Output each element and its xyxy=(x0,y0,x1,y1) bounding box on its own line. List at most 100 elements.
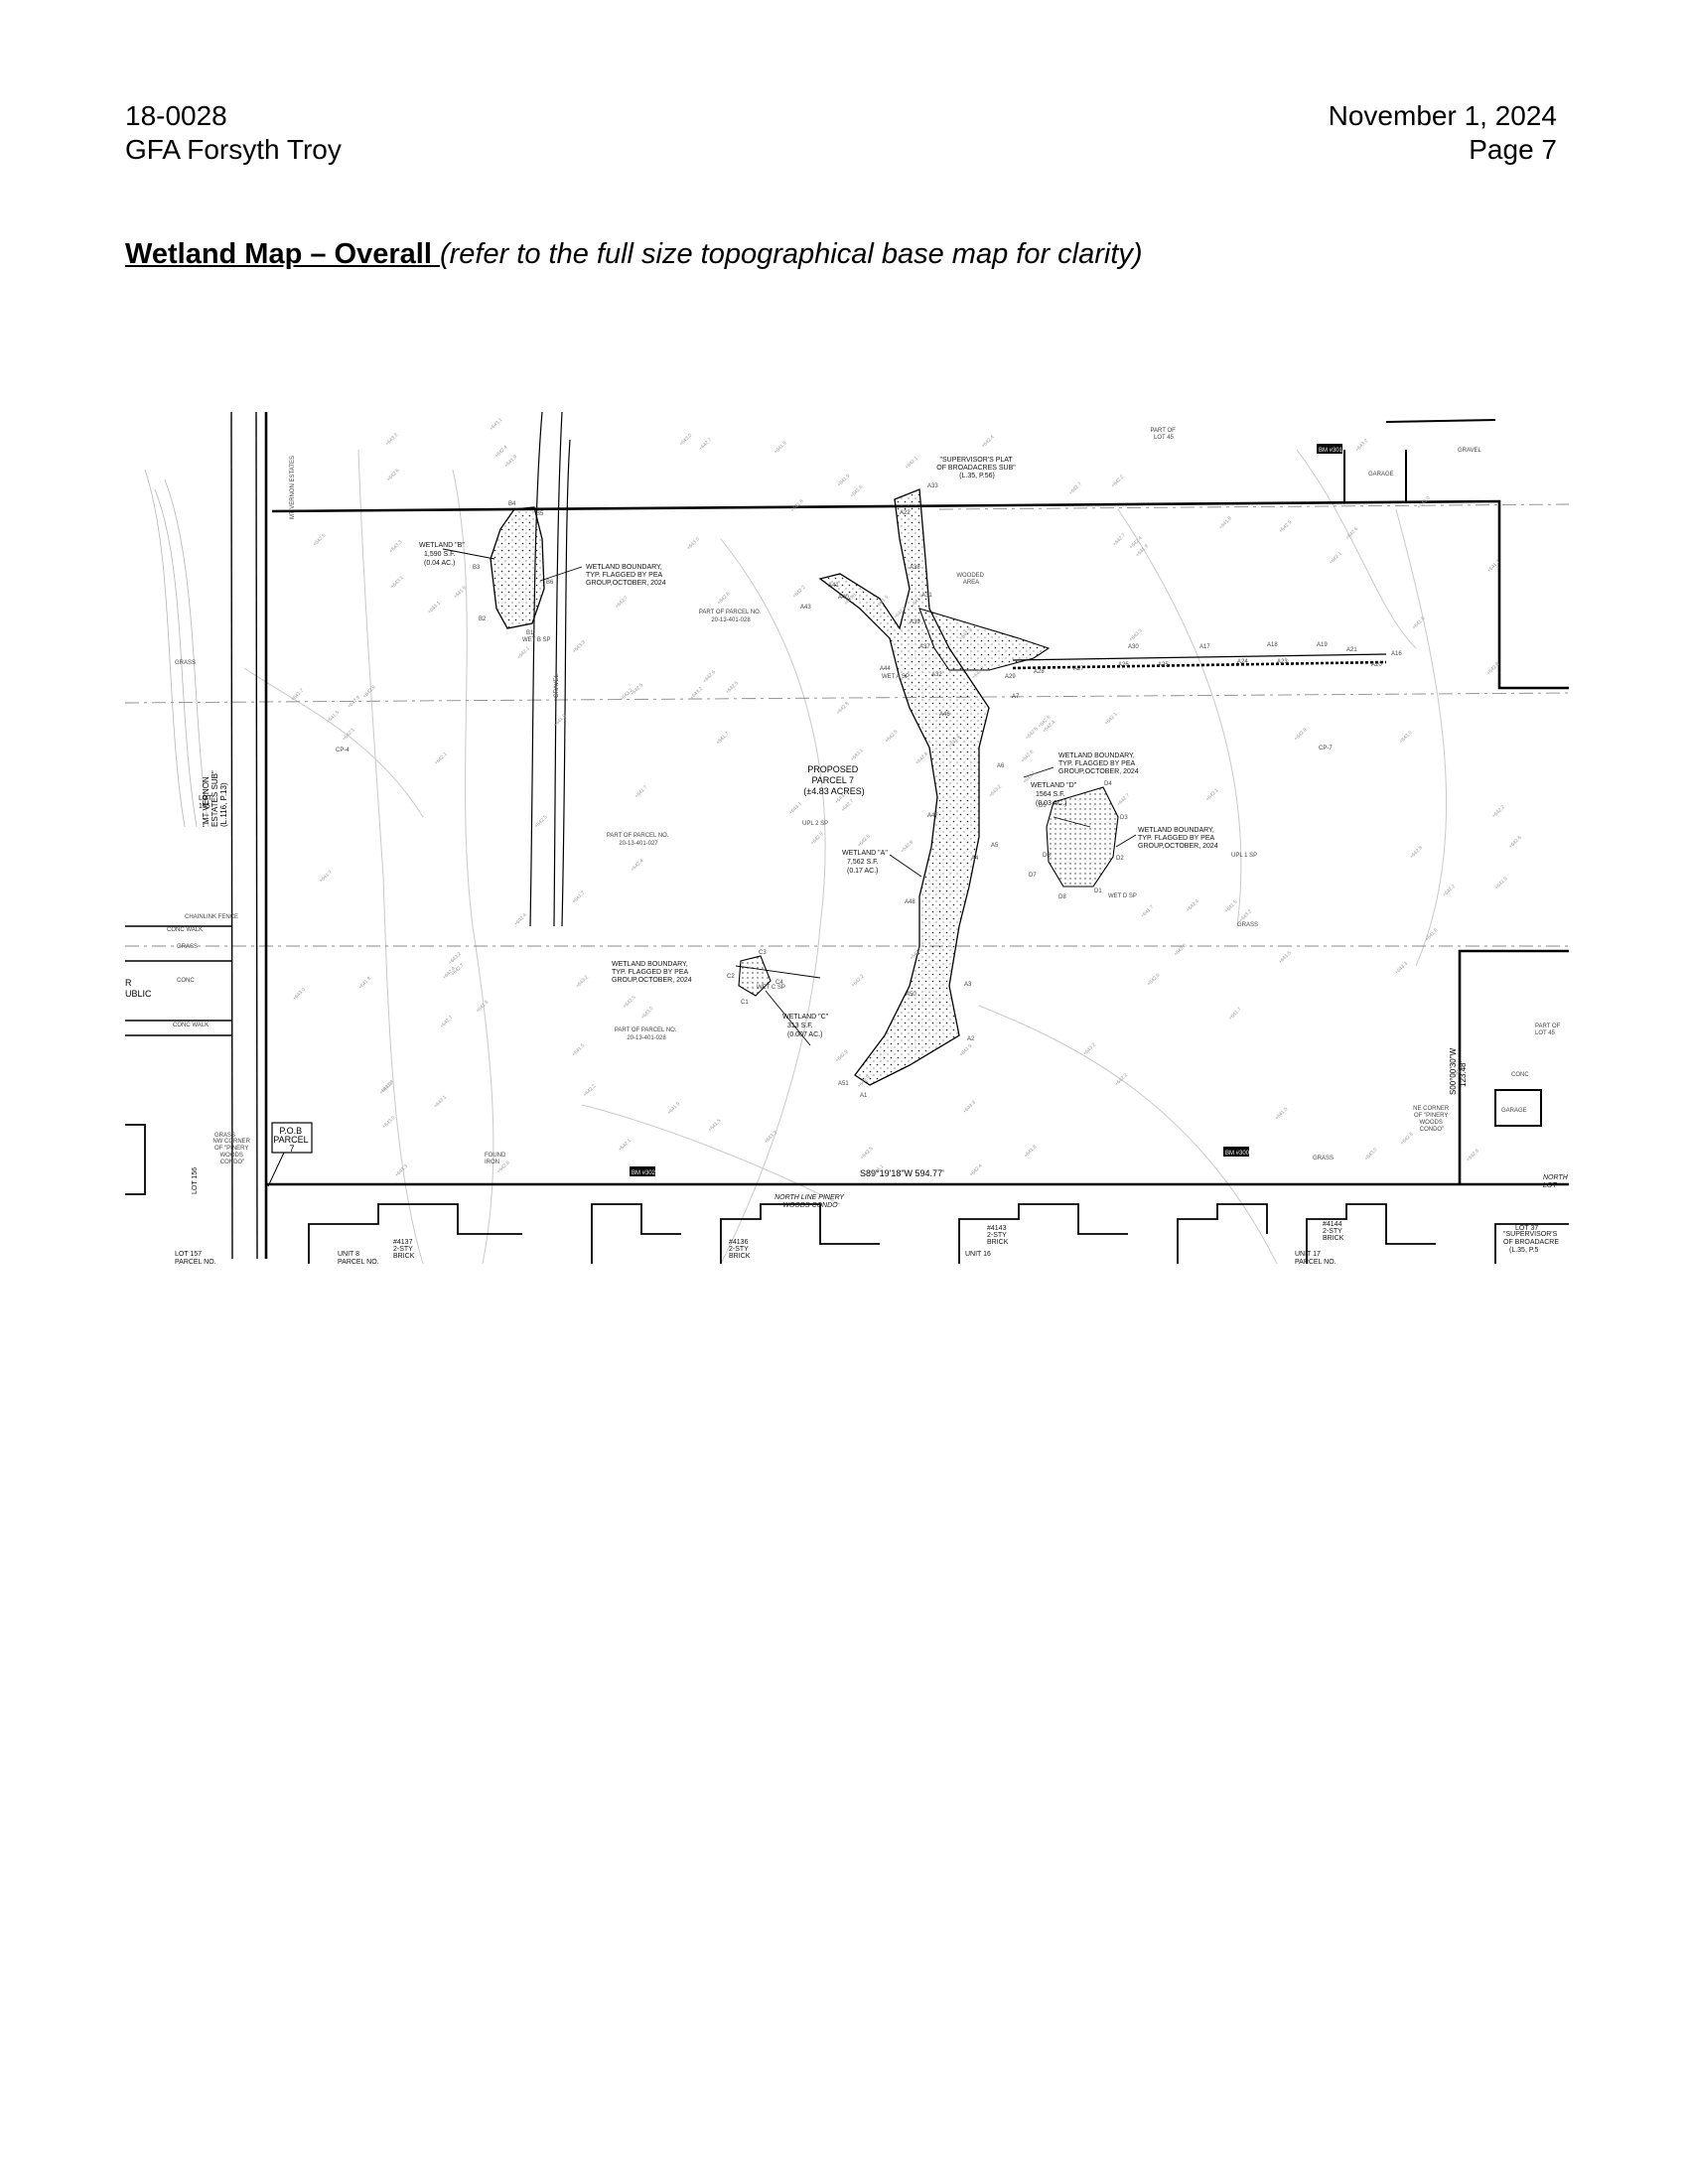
spot-elevation: +642.5 xyxy=(857,834,872,849)
flag-d6: D6 xyxy=(1043,853,1051,859)
unit-16-label: UNIT 16 xyxy=(965,1251,991,1258)
spot-elevation: +642.4 xyxy=(980,434,995,449)
unit-4137-label: #4137 2-STY BRICK xyxy=(393,1239,415,1260)
spot-elevation: +643.0 xyxy=(381,1115,396,1130)
spot-elevation: +642.5 xyxy=(884,729,899,744)
spot-elevation: +642.7 xyxy=(1116,792,1131,807)
spot-elevation: +643.1 xyxy=(390,575,405,590)
wooded-area-label: WOODED AREA xyxy=(956,573,985,586)
plat-label: "SUPERVISOR'S PLAT OF BROADACRES SUB" (L… xyxy=(936,457,1017,479)
flag-a17: A17 xyxy=(1199,644,1210,650)
boundary-note-b: WETLAND BOUNDARY, TYP. FLAGGED BY PEA GR… xyxy=(586,564,666,587)
spot-elevation: +642.7 xyxy=(1068,481,1083,496)
spot-elevation: +643.0 xyxy=(639,1006,654,1021)
spot-elevation: +642.2 xyxy=(1491,804,1506,819)
spot-elevation: +643.1 xyxy=(489,417,503,432)
conc-walk-label-2: CONC WALK xyxy=(173,1023,209,1028)
spot-elevation: +642.6 xyxy=(385,468,400,482)
spot-elevation: +641.9 xyxy=(503,454,518,469)
unit-4144-label: #4144 2-STY BRICK xyxy=(1323,1221,1344,1242)
spot-elevation: +642.4 xyxy=(493,445,508,460)
spot-elevation: +642.8 xyxy=(810,831,825,846)
spot-elevation: +641.9 xyxy=(836,473,851,487)
spot-elevation: +642.2 xyxy=(1442,884,1457,898)
flag-a28: A28 xyxy=(1034,669,1045,675)
spot-elevation: +641.9 xyxy=(453,585,468,600)
spot-elevation: +642.1 xyxy=(434,751,449,766)
flag-a47: A47 xyxy=(927,813,938,819)
parcel-ref-lower: PART OF PARCEL NO. 20-13-401-028 xyxy=(615,1027,678,1041)
lot-156-label: LOT 156 xyxy=(192,1167,199,1194)
spot-elevation: +643.0 xyxy=(1363,1147,1378,1161)
spot-elevation: +642.2 xyxy=(582,1083,597,1098)
property-boundary xyxy=(264,412,1569,1259)
wetland-a xyxy=(818,488,1051,1086)
flag-b6: B6 xyxy=(546,580,554,586)
section-note: (refer to the full size topographical ba… xyxy=(439,238,1143,270)
flag-a51: A51 xyxy=(838,1081,849,1087)
spot-elevation: +643.3 xyxy=(394,1163,409,1178)
flag-a31: A31 xyxy=(921,593,932,599)
flag-a25: A25 xyxy=(1158,662,1169,668)
flag-a39: A39 xyxy=(910,619,920,625)
spot-elevation: +642.6 xyxy=(1466,1148,1480,1162)
flag-a18: A18 xyxy=(1267,642,1278,648)
unit-8-label: UNIT 8 PARCEL NO. xyxy=(338,1251,379,1266)
flag-a24: A24 xyxy=(1237,659,1248,665)
east-bearing: S00°00'30"W 123.48' xyxy=(1449,1046,1468,1095)
spot-elevation: +641.8 xyxy=(475,1000,490,1015)
spot-elevation: +642.6 xyxy=(849,484,864,499)
flag-a3: A3 xyxy=(964,982,972,988)
flag-c2: C2 xyxy=(727,974,735,980)
flag-a5: A5 xyxy=(991,843,999,849)
parcel-ref-upper: PART OF PARCEL NO. 20-13-401-028 xyxy=(699,610,763,623)
flag-a22: A22 xyxy=(900,510,911,516)
section-title: Wetland Map – Overall (refer to the full… xyxy=(125,238,1143,271)
spot-elevation: +641.8 xyxy=(357,976,372,991)
bm-300-label: BM #300 xyxy=(1225,1151,1250,1157)
spot-elevation: +642.4 xyxy=(1186,898,1200,913)
flag-a19: A19 xyxy=(1317,642,1328,648)
nw-corner-label: NW CORNER OF "PINERY WOODS CONDO" xyxy=(212,1139,251,1165)
wet-b-label: WET B SP xyxy=(522,637,551,643)
spot-elevation: +643.2 xyxy=(575,974,590,989)
flag-a50: A50 xyxy=(906,992,916,998)
spot-elevation: +642.5 xyxy=(312,533,327,548)
spot-elevation: +642.1 xyxy=(618,1138,633,1153)
dashed-lines xyxy=(125,503,1569,947)
garage-right-label: GARAGE xyxy=(1501,1108,1527,1114)
spot-elevation: +642.6 xyxy=(1344,526,1359,541)
wet-d-label: WET D SP xyxy=(1108,893,1137,899)
spot-elevation: +643.0 xyxy=(1398,730,1413,745)
r-ublic-label: R UBLIC xyxy=(125,978,152,999)
lot-155-label: LOT 155 xyxy=(199,795,213,810)
spot-elevation: +643.2 xyxy=(988,783,1003,798)
flag-a43: A43 xyxy=(800,605,811,611)
garage-top-label: GARAGE xyxy=(1368,472,1394,478)
fence-lines xyxy=(1012,653,1387,670)
conc-label-1: CONC xyxy=(177,978,195,984)
spot-elevation: +643.2 xyxy=(1354,438,1369,453)
pob-leader xyxy=(267,1152,285,1187)
flag-d2: D2 xyxy=(1116,856,1124,862)
spot-elevation: +643.0 xyxy=(686,536,701,551)
pob-box xyxy=(271,1122,313,1154)
spot-elevation: +641.7 xyxy=(571,889,586,904)
spot-elevation: +642.5 xyxy=(725,680,740,695)
topo-contours xyxy=(243,449,1448,1265)
proposed-parcel-label: PROPOSED PARCEL 7 (±4.83 ACRES) xyxy=(803,764,864,796)
pob-label: P.O.B PARCEL 7 xyxy=(273,1126,311,1154)
spot-elevation: +641.7 xyxy=(1140,904,1155,919)
flag-b3: B3 xyxy=(473,565,481,571)
spot-elevation: +641.5 xyxy=(707,1118,722,1133)
spot-elevation: +642.8 xyxy=(1399,1132,1414,1147)
flag-b1: B1 xyxy=(526,630,534,636)
flag-d7: D7 xyxy=(1029,873,1037,879)
spot-elevation: +643.3 xyxy=(1128,628,1143,643)
grass-label-5: GRASS xyxy=(214,1133,235,1139)
upl-2-label: UPL 2 SP xyxy=(802,821,828,827)
spot-elevation: +643.2 xyxy=(1082,1042,1097,1057)
spot-elevation: +641.7 xyxy=(715,731,730,746)
spot-elevation: +642.7 xyxy=(1112,532,1127,547)
spot-elevation: +642.7 xyxy=(615,595,630,610)
